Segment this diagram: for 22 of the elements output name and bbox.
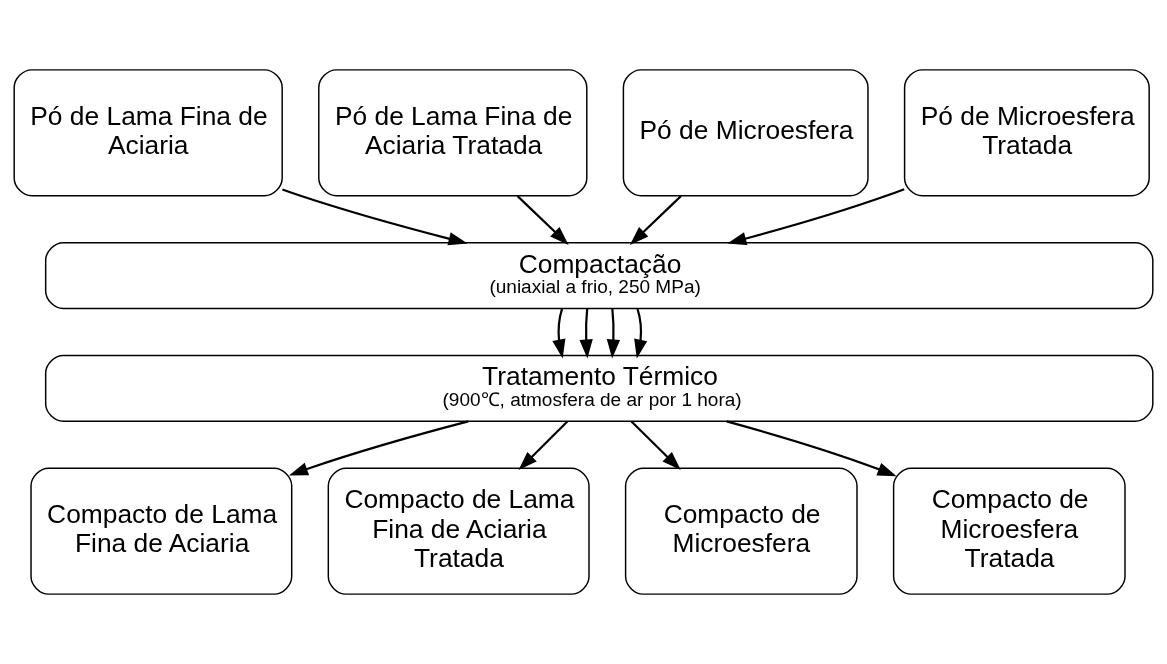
- arrow: [634, 308, 648, 359]
- node-box: Pó de Microesfera Tratada: [903, 69, 1150, 197]
- arrow: [630, 420, 681, 471]
- node-box: Compacto de Lama Fina de Aciaria Tratada: [327, 467, 590, 595]
- arrow: [552, 308, 566, 359]
- arrow: [288, 420, 469, 476]
- node-box: Pó de Lama Fina de Aciaria Tratada: [318, 69, 588, 197]
- arrow: [629, 195, 682, 245]
- node-box: Compacto de Lama Fina de Aciaria: [30, 467, 293, 595]
- node-box: Tratamento Térmico (900℃, atmosfera de ar por 1 hora): [44, 354, 1154, 423]
- arrow: [282, 188, 468, 246]
- arrow: [579, 308, 593, 359]
- node-box: Compacto de Microesfera Tratada: [892, 467, 1126, 595]
- arrow: [606, 308, 621, 359]
- node-box: Pó de Microesfera: [622, 69, 869, 197]
- arrow: [726, 420, 897, 477]
- arrow: [727, 188, 905, 246]
- node-box: Compactação (uniaxial a frio, 250 MPa): [44, 241, 1154, 310]
- arrow: [516, 195, 569, 245]
- node-box: Pó de Lama Fina de Aciaria: [13, 69, 283, 197]
- node-box: Compacto de Microesfera: [624, 467, 858, 595]
- arrow: [518, 420, 569, 471]
